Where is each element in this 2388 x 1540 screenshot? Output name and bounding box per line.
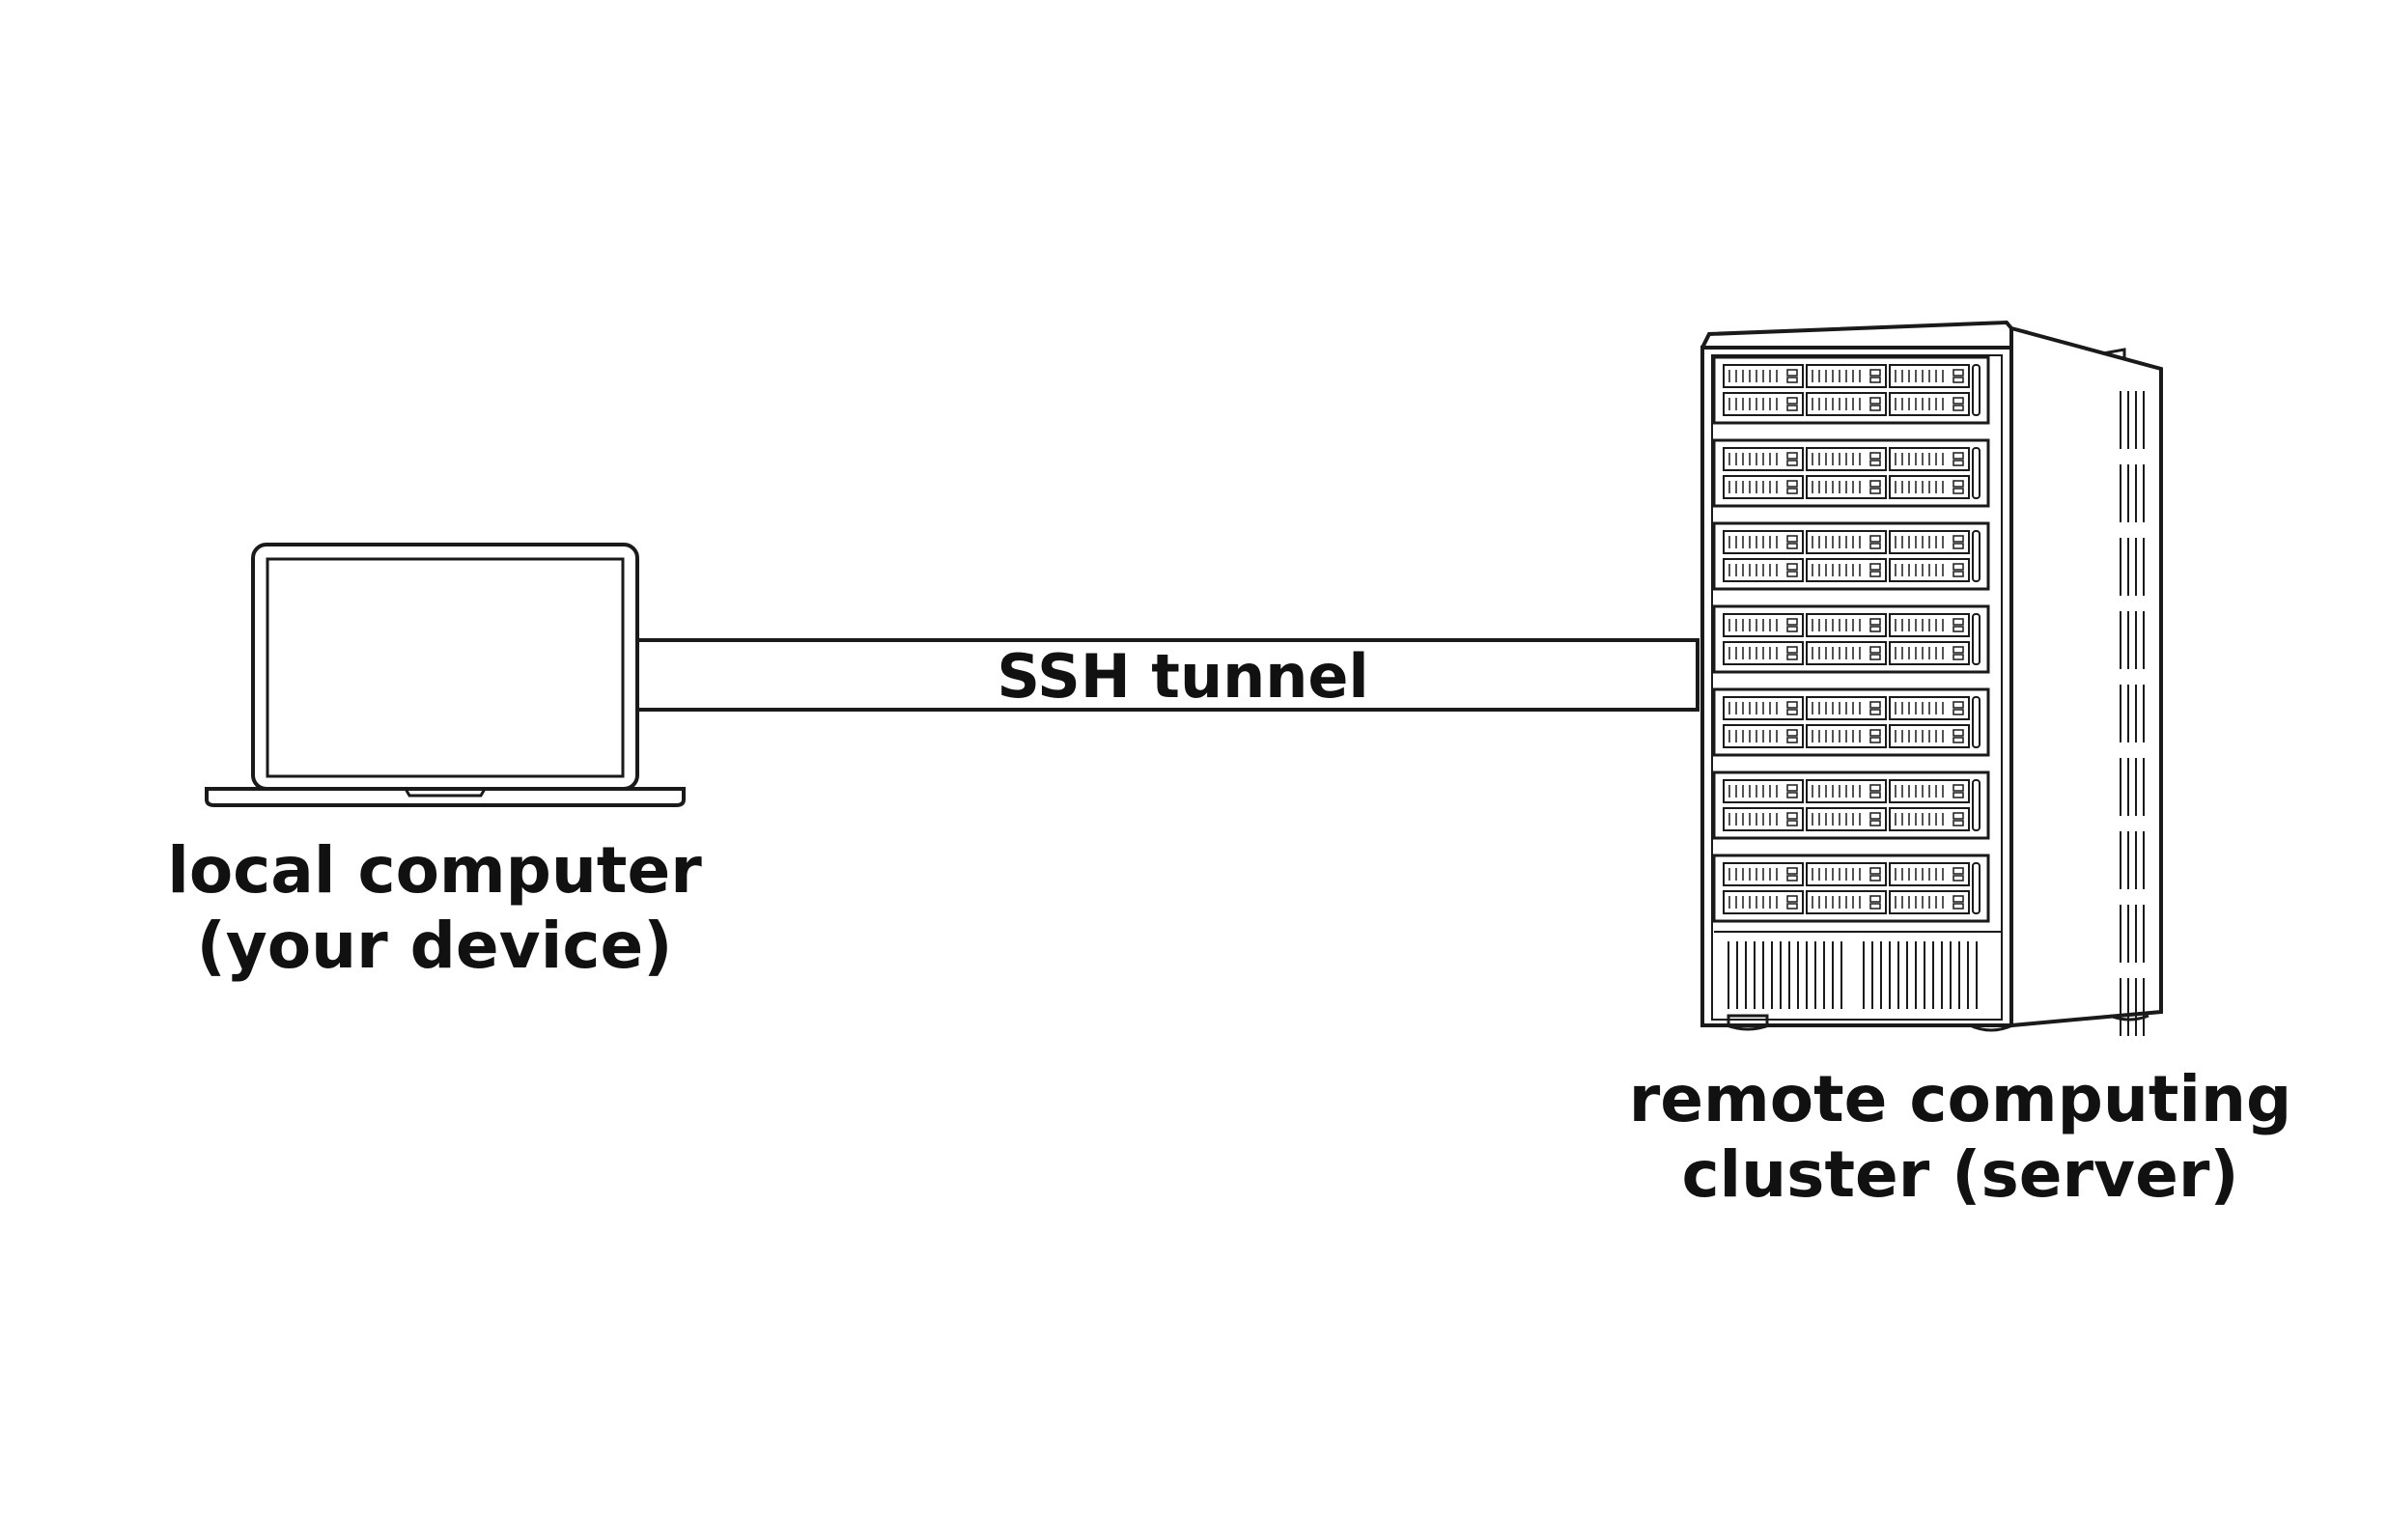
server-unit	[1712, 355, 1990, 425]
server-unit	[1712, 770, 1990, 840]
remote-cluster-line2: cluster (server)	[1681, 1137, 2239, 1212]
front-vents	[1714, 931, 2002, 1009]
server-rack-icon	[1700, 320, 2163, 1036]
local-computer-line1: local computer	[167, 833, 702, 908]
laptop-icon	[205, 543, 686, 807]
server-unit	[1712, 521, 1990, 591]
server-unit	[1712, 854, 1990, 923]
server-unit	[1712, 604, 1990, 674]
server-unit	[1712, 687, 1990, 757]
ssh-tunnel: SSH tunnel	[635, 638, 1700, 712]
tunnel-label: SSH tunnel	[997, 641, 1368, 712]
local-computer-label: local computer (your device)	[145, 833, 724, 984]
local-computer-line2: (your device)	[196, 909, 673, 983]
server-unit	[1712, 438, 1990, 508]
remote-cluster-label: remote computing cluster (server)	[1622, 1062, 2298, 1213]
side-vents	[2120, 391, 2145, 1036]
remote-cluster-line1: remote computing	[1628, 1062, 2292, 1136]
